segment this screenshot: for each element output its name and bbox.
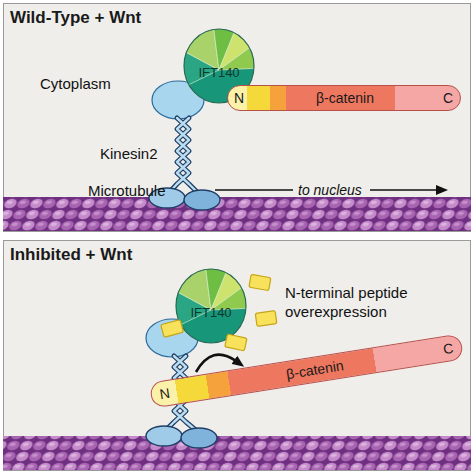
direction-label: to nucleus	[298, 181, 378, 200]
region-label: Cytoplasm	[40, 74, 160, 93]
complex-outline	[176, 269, 246, 343]
panel-title: Inhibited + Wnt	[10, 245, 132, 265]
complex-label: IFT140	[190, 305, 231, 320]
microtubule	[3, 197, 471, 231]
protein-label: N	[234, 90, 244, 106]
kinesin-head	[146, 426, 182, 446]
protein-complex: IFT140	[175, 268, 247, 344]
protein-label: β-catenin	[316, 90, 374, 106]
panel-title: Wild-Type + Wnt	[10, 8, 141, 28]
protein-label: β-catenin	[285, 357, 345, 382]
kinesin-head	[184, 190, 220, 210]
part-label: Kinesin2	[100, 144, 180, 163]
protein-bar: Nβ-catenin C	[227, 85, 461, 111]
peptide	[161, 320, 184, 338]
complex-label: IFT140	[198, 65, 239, 80]
annotation-label: N-terminal peptide overexpression	[285, 283, 450, 321]
peptide	[255, 311, 277, 327]
kinesin-head	[181, 428, 217, 448]
direction-line	[215, 189, 293, 191]
peptide	[249, 274, 271, 290]
protein-label: C	[443, 90, 453, 106]
part-label: Microtubule	[88, 181, 188, 200]
microtubule	[3, 436, 471, 470]
protein-label: N	[159, 385, 172, 402]
direction-arrow	[370, 189, 438, 191]
protein-label: C	[442, 340, 455, 357]
